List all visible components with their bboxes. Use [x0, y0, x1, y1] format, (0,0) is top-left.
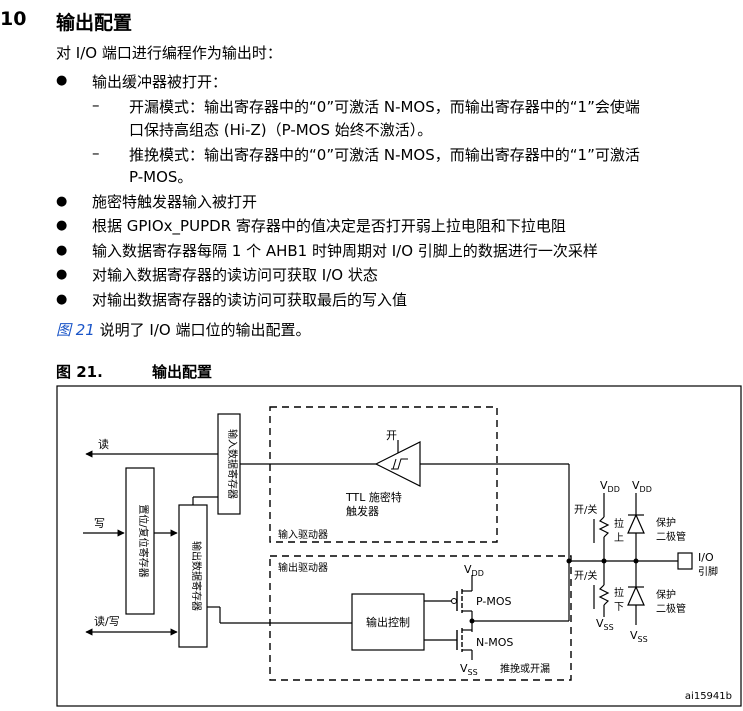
output-control-label: 输出控制 — [366, 615, 410, 629]
bit-set-reset-register-label: 置位/复位寄存器 — [137, 504, 150, 577]
section-title: 输出配置 — [56, 12, 133, 34]
bullet-glyph: ● — [56, 218, 68, 233]
figure-code: ai15941b — [685, 691, 732, 702]
figure-frame — [56, 385, 742, 707]
output-control-box — [351, 593, 425, 651]
on-label: 开 — [386, 429, 397, 442]
bullet-sampling: 输入数据寄存器每隔 1 个 AHB1 时钟周期对 I/O 引脚上的数据进行一次采… — [92, 242, 598, 260]
push-pull-open-drain-label: 推挽或开漏 — [500, 662, 550, 675]
pull-down-label-2: 下 — [614, 602, 624, 613]
pull-up-label-2: 上 — [614, 532, 624, 544]
pull-up-label-1: 拉 — [614, 517, 624, 530]
on-off-label: 开/关 — [574, 503, 597, 516]
output-config-diagram: 输入数据寄存器 置位/复位寄存器 输出数据寄存器 读 写 读/写 开 TTL 施… — [56, 385, 742, 707]
vss-symbol: VSS — [460, 662, 478, 677]
bit-set-reset-register-box — [125, 467, 155, 615]
protect-label: 保护 — [656, 588, 676, 601]
input-driver-label: 输入驱动器 — [278, 528, 328, 541]
io-label: I/O — [698, 551, 714, 564]
bullet-read-output: 对输出数据寄存器的读访问可获取最后的写入值 — [92, 291, 408, 309]
sub-open-drain-line1: 开漏模式：输出寄存器中的“0”可激活 N-MOS，而输出寄存器中的“1”会使端 — [129, 98, 640, 116]
figure-link[interactable]: 图 21 — [56, 321, 95, 339]
bullet-glyph: ● — [56, 243, 68, 258]
pull-down-label-1: 拉 — [614, 586, 624, 599]
protect-label: 保护 — [656, 516, 676, 529]
protection-diode-up — [627, 513, 645, 534]
sub-open-drain-line2: 口保持高组态 (Hi-Z)（P-MOS 始终不激活）。 — [129, 121, 433, 139]
bullet-output-buffer: 输出缓冲器被打开： — [92, 73, 228, 91]
output-data-register-label: 输出数据寄存器 — [190, 541, 203, 611]
read-label: 读 — [98, 437, 109, 451]
read-write-label: 读/写 — [94, 614, 120, 628]
dash-glyph: – — [92, 96, 100, 114]
hysteresis-icon — [391, 458, 408, 470]
pin-label: 引脚 — [698, 565, 718, 578]
protection-diode-down — [627, 585, 645, 606]
diode-label: 二极管 — [656, 530, 686, 543]
dash-glyph: – — [92, 144, 100, 162]
section-number: 10 — [0, 8, 27, 30]
ttl-schmitt-label-2: 触发器 — [346, 504, 379, 518]
output-driver-region — [269, 555, 572, 681]
diode-label: 二极管 — [656, 602, 686, 615]
input-driver-region — [269, 406, 498, 543]
bullet-glyph: ● — [56, 292, 68, 307]
input-data-register-label: 输入数据寄存器 — [226, 429, 239, 499]
bullet-glyph: ● — [56, 194, 68, 209]
on-off-label: 开/关 — [574, 569, 597, 582]
nmos-label: N-MOS — [476, 636, 513, 649]
intro-text: 对 I/O 端口进行编程作为输出时： — [56, 44, 282, 62]
bullet-schmitt: 施密特触发器输入被打开 — [92, 193, 258, 211]
sub-push-pull-line1: 推挽模式：输出寄存器中的“0”可激活 N-MOS，而输出寄存器中的“1”可激活 — [129, 146, 640, 164]
closing-text: 图 21 说明了 I/O 端口位的输出配置。 — [56, 319, 310, 340]
io-pin-box — [677, 552, 693, 570]
closing-rest: 说明了 I/O 端口位的输出配置。 — [94, 321, 311, 339]
vdd-symbol: VDD — [464, 563, 484, 578]
bullet-read-input: 对输入数据寄存器的读访问可获取 I/O 状态 — [92, 266, 378, 284]
figure-label: 图 21. — [56, 363, 103, 381]
pmos-label: P-MOS — [476, 595, 512, 608]
bullet-pupdr: 根据 GPIOx_PUPDR 寄存器中的值决定是否打开弱上拉电阻和下拉电阻 — [92, 217, 566, 235]
bullet-glyph: ● — [56, 73, 68, 88]
vdd-diode-symbol: VDD — [632, 479, 652, 494]
ttl-schmitt-label-1: TTL 施密特 — [345, 490, 402, 504]
write-label: 写 — [94, 517, 105, 530]
vss-diode-symbol: VSS — [630, 629, 648, 644]
sub-push-pull-line2: P-MOS。 — [129, 168, 193, 186]
pull-up-resistor — [598, 516, 610, 538]
pull-down-resistor — [598, 584, 610, 606]
vdd-pullup-symbol: VDD — [600, 479, 620, 494]
bullet-glyph: ● — [56, 267, 68, 282]
output-driver-label: 输出驱动器 — [278, 561, 328, 574]
vss-pulldown-symbol: VSS — [596, 617, 614, 632]
figure-title: 输出配置 — [152, 363, 213, 381]
